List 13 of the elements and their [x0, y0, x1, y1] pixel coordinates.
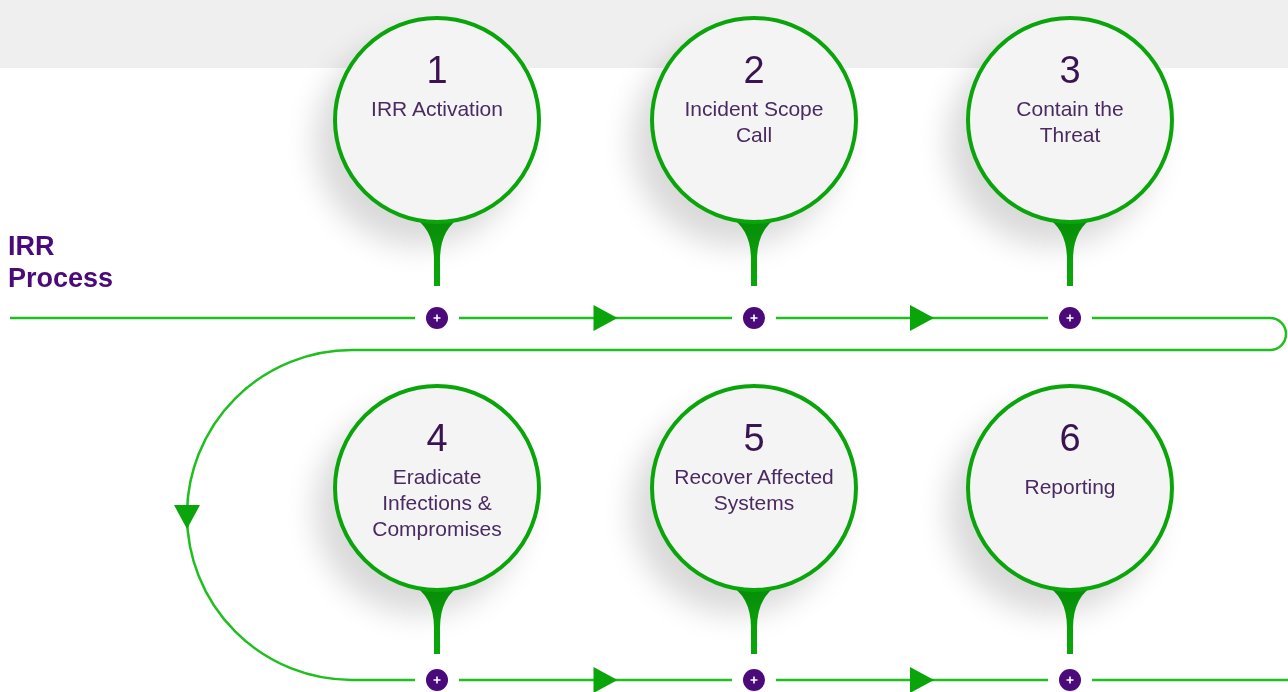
- step-number: 3: [1059, 48, 1081, 92]
- step-number: 2: [743, 48, 765, 92]
- step-number: 6: [1059, 416, 1081, 460]
- step-label: Eradicate Infections & Compromises: [371, 464, 503, 542]
- step-number: 1: [426, 48, 448, 92]
- step-label: Incident Scope Call: [683, 96, 825, 148]
- step-label: Recover Affected Systems: [674, 464, 834, 516]
- step-number: 5: [743, 416, 765, 460]
- step-label: IRR Activation: [370, 96, 504, 122]
- step-label: Reporting: [1023, 474, 1117, 500]
- step-number: 4: [426, 416, 448, 460]
- process-title: IRR Process: [8, 230, 115, 294]
- step-label: Contain the Threat: [1015, 96, 1125, 148]
